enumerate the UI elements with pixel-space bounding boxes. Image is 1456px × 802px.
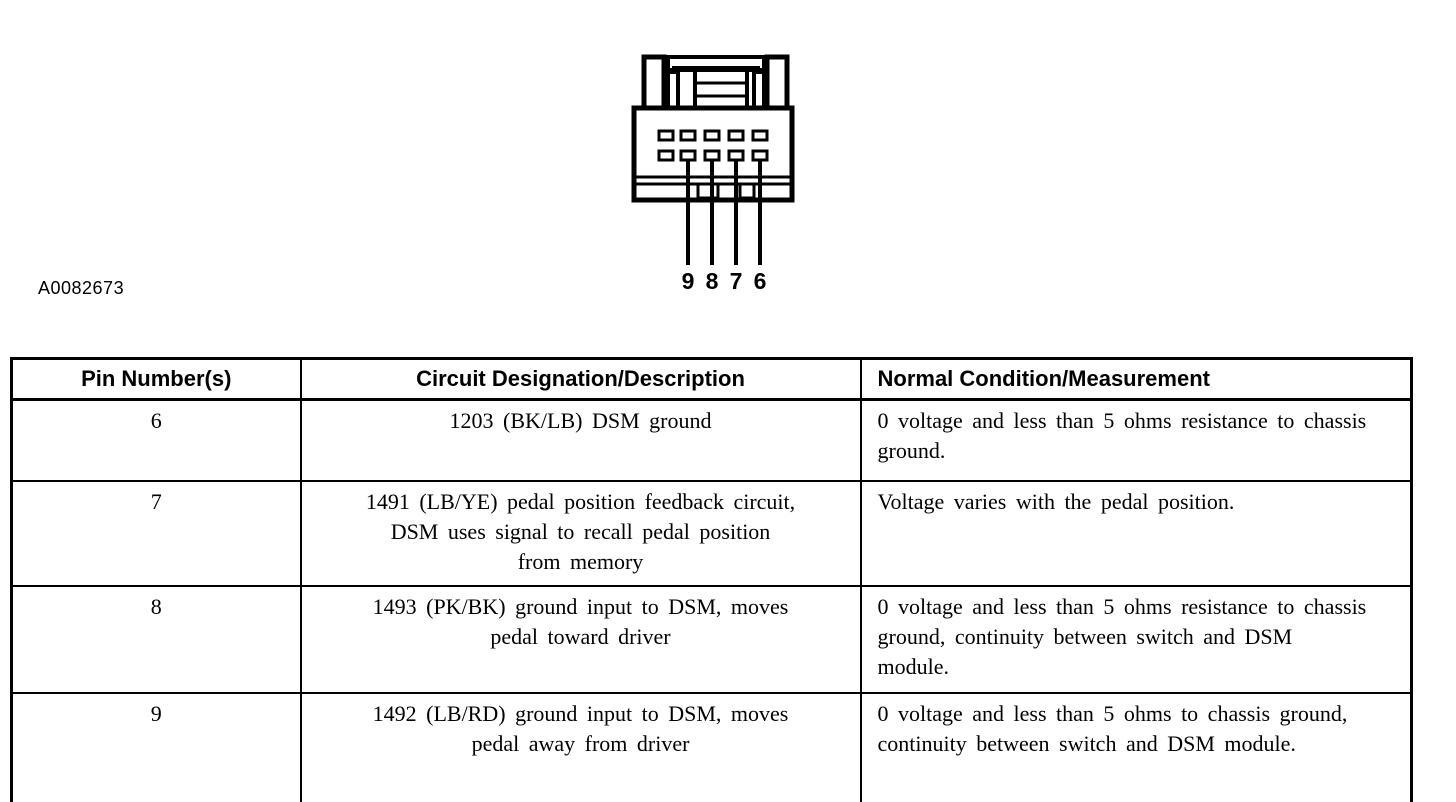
pin-circuit-table: Pin Number(s) Circuit Designation/Descri… (10, 357, 1413, 802)
body-band-notch (738, 182, 756, 200)
column-header-normal-condition: Normal Condition/Measurement (859, 357, 1413, 401)
circuit-description-text: 1492 (LB/RD) ground input to DSM, moves … (372, 701, 789, 756)
table-row-pin-9: 9 1492 (LB/RD) ground input to DSM, move… (10, 692, 1413, 802)
normal-condition-cell: 0 voltage and less than 5 ohms resistanc… (859, 585, 1413, 694)
pin-label-6: 6 (753, 268, 767, 294)
latch-right-wing (764, 54, 790, 111)
body-band-notch (696, 182, 720, 200)
pin-label-7: 7 (729, 268, 743, 294)
pin-cavity (657, 149, 675, 162)
pin-cavity (657, 129, 675, 142)
figure-id-code: A0082673 (38, 278, 125, 298)
pin-label-8: 8 (705, 268, 719, 294)
latch-right-prong (752, 70, 766, 110)
table-row-pin-8: 8 1493 (PK/BK) ground input to DSM, move… (10, 585, 1413, 694)
table-row-pin-7: 7 1491 (LB/YE) pedal position feedback c… (10, 480, 1413, 587)
circuit-description-text: 1203 (BK/LB) DSM ground (449, 408, 712, 433)
circuit-description-cell: 1491 (LB/YE) pedal position feedback cir… (299, 480, 862, 587)
table-row-pin-6: 6 1203 (BK/LB) DSM ground 0 voltage and … (10, 398, 1413, 482)
circuit-description-cell: 1493 (PK/BK) ground input to DSM, moves … (299, 585, 862, 694)
pin-cavity (703, 129, 721, 142)
pin-number-cell: 9 (10, 692, 302, 802)
normal-condition-text: 0 voltage and less than 5 ohms resistanc… (877, 594, 1367, 679)
latch-left-prong (666, 70, 680, 110)
circuit-description-cell: 1203 (BK/LB) DSM ground (299, 398, 862, 482)
normal-condition-cell: 0 voltage and less than 5 ohms to chassi… (859, 692, 1413, 802)
normal-condition-cell: Voltage varies with the pedal position. (859, 480, 1413, 587)
circuit-description-text: 1491 (LB/YE) pedal position feedback cir… (365, 489, 796, 574)
pin-cavity (679, 129, 697, 142)
normal-condition-text: 0 voltage and less than 5 ohms to chassi… (877, 701, 1348, 756)
pin-number-cell: 6 (10, 398, 302, 482)
normal-condition-cell: 0 voltage and less than 5 ohms resistanc… (859, 398, 1413, 482)
pin-number-cell: 8 (10, 585, 302, 694)
column-header-circuit-designation: Circuit Designation/Description (299, 357, 862, 401)
table-header-row: Pin Number(s) Circuit Designation/Descri… (10, 357, 1413, 401)
circuit-description-text: 1493 (PK/BK) ground input to DSM, moves … (372, 594, 789, 649)
pin-number-cell: 7 (10, 480, 302, 587)
latch-center-stack (693, 68, 749, 110)
connector-figure: 9 8 7 6 A0082673 (0, 0, 1456, 357)
pin-cavity (727, 129, 745, 142)
connector-diagram (631, 54, 795, 265)
normal-condition-text: Voltage varies with the pedal position. (877, 489, 1235, 514)
pin-label-9: 9 (681, 268, 695, 294)
pin-cavity (751, 129, 769, 142)
circuit-description-cell: 1492 (LB/RD) ground input to DSM, moves … (299, 692, 862, 802)
column-header-pin-number: Pin Number(s) (10, 357, 302, 401)
normal-condition-text: 0 voltage and less than 5 ohms resistanc… (877, 408, 1367, 463)
latch-left-wing (641, 54, 667, 111)
